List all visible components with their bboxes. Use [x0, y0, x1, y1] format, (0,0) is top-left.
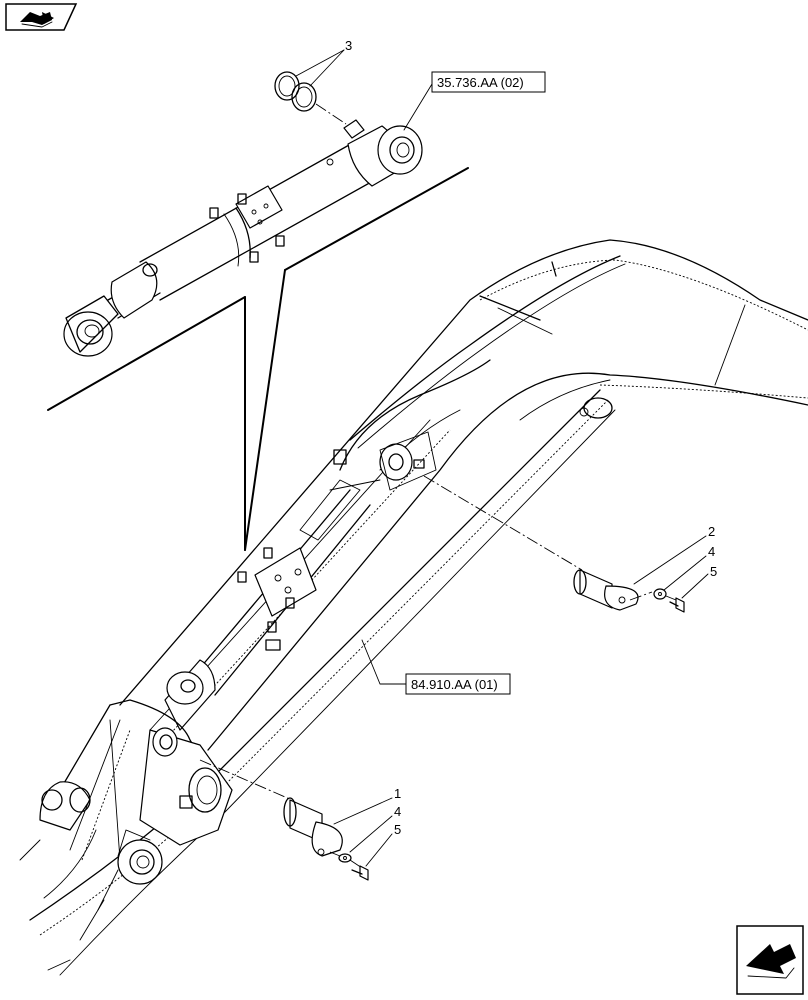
boom-reference-label: 84.910.AA (01)	[411, 677, 498, 692]
callout-4-upper: 4	[663, 544, 715, 591]
o-ring-pair	[274, 71, 317, 112]
cylinder-reference-label: 35.736.AA (02)	[437, 75, 524, 90]
next-page-arrow-icon	[746, 944, 796, 979]
cylinder-reference[interactable]: 35.736.AA (02)	[403, 71, 546, 131]
callout-4-lower-label: 4	[394, 804, 401, 819]
callout-3-label: 3	[345, 38, 352, 53]
callout-3: 3	[295, 38, 352, 87]
callout-4-upper-label: 4	[708, 544, 715, 559]
callout-5-upper-label: 5	[710, 564, 717, 579]
hydraulic-cylinder-detail	[63, 71, 423, 357]
pin-2-assembly	[423, 475, 685, 613]
callout-5-upper: 5	[681, 564, 717, 599]
callout-5-lower: 5	[365, 822, 401, 867]
next-page-button[interactable]	[736, 925, 804, 995]
callout-5-lower-label: 5	[394, 822, 401, 837]
callout-2-label: 2	[708, 524, 715, 539]
callout-1-label: 1	[394, 786, 401, 801]
book-arrow-icon	[20, 12, 54, 28]
pin-1-assembly	[199, 759, 369, 881]
detail-frame-lines	[47, 167, 469, 551]
boom-assembly	[19, 239, 808, 976]
callout-4-lower: 4	[349, 804, 401, 853]
callout-1: 1	[333, 786, 401, 825]
boom-reference[interactable]: 84.910.AA (01)	[361, 639, 511, 695]
top-left-nav-button[interactable]	[5, 3, 78, 31]
callout-2: 2	[633, 524, 715, 585]
